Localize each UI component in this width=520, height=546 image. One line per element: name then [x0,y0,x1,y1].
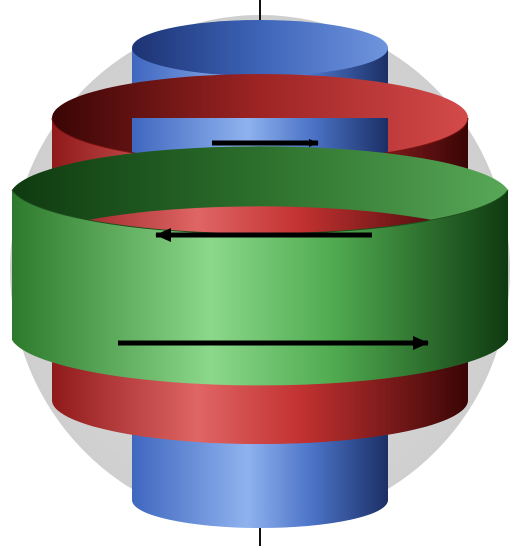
outer-band-back [12,146,508,250]
outer-band-body [12,190,508,386]
inner-cylinder-top [132,20,388,76]
